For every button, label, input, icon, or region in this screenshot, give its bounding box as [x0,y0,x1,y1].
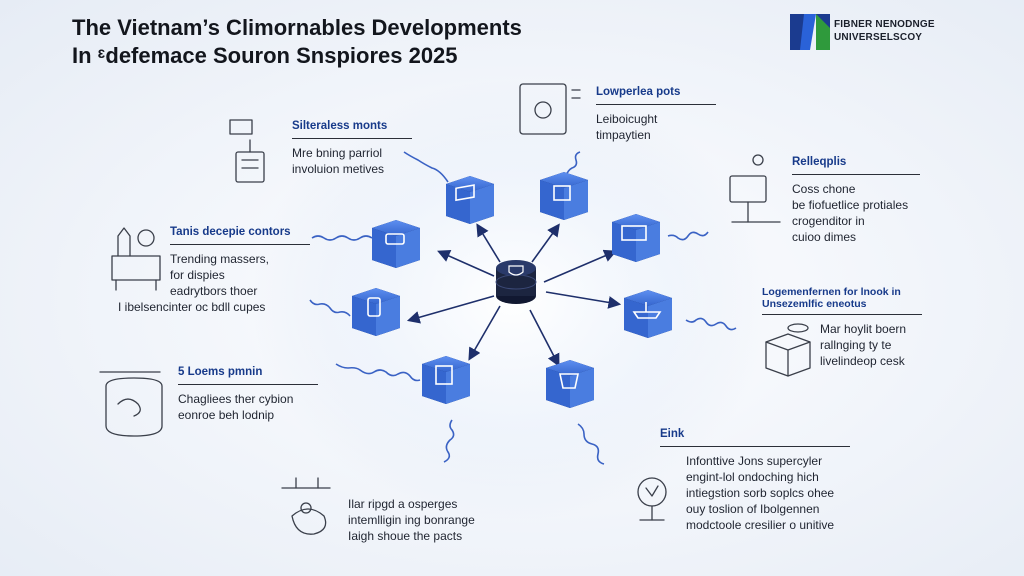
sketch-desk-icon [729,154,781,223]
label-left-upper: Tanis decepie contors Trending massers, … [118,224,310,315]
label-heading: Eink [660,426,850,447]
device-icon [385,233,405,245]
node-bottom-left[interactable] [422,356,470,404]
sketch-globe-icon [637,477,667,521]
label-line: crogenditor in [792,214,865,228]
sketch-box-icon [765,323,811,377]
label-line: Iaigh shoue the pacts [348,529,463,543]
spoke-7 [468,305,501,361]
hub-shield-icon [508,265,524,276]
certificate-icon [435,365,453,385]
label-heading: Relleqplis [792,154,920,175]
wire-left-mid [309,299,351,317]
hub-spokes [406,223,622,367]
spoke-3 [437,250,495,277]
label-heading: Lowperlea pots [596,84,716,105]
brand-logo-icon [790,14,830,50]
document-icon [621,225,647,241]
label-line: timpaytien [596,128,651,142]
sketch-robot-icon [281,477,331,535]
spoke-5 [406,295,495,324]
node-left-mid[interactable] [352,288,400,336]
label-line: eadrytbors thoer [170,284,258,298]
label-line: involuion metives [292,162,385,176]
label-line: eonroe beh lodnip [178,408,275,422]
node-top-left[interactable] [446,176,494,224]
label-line: Trending massers, [170,252,269,266]
label-bottom-right: Eink Infonttive Jons supercyler engint-l… [660,426,850,533]
node-left-upper[interactable] [372,220,420,268]
label-line: Infonttive Jons supercyler [686,454,823,468]
label-heading: Logemenfernen for lnook in Unsezemlfic e… [762,286,922,315]
label-line: Leiboicught [596,112,658,126]
logo-line-2: UNIVERSELSCOY [834,32,923,43]
label-line: intiegstion sorb soplcs ohee [686,486,835,500]
label-line: Mre bning parriol [292,146,383,160]
spoke-8 [529,309,560,367]
phone-icon [367,297,381,317]
label-heading: 5 Loems pmnin [178,364,318,385]
sketch-lab-icon [111,227,161,291]
cup-icon [559,373,579,389]
spoke-2 [531,223,560,263]
wire-top-right [565,151,581,177]
label-top-right: Lowperlea pots Leiboicught timpaytien [596,84,716,143]
node-top-right[interactable] [540,172,588,220]
label-heading: Tanis decepie contors [170,224,310,245]
sketch-jar-icon [99,371,163,437]
label-line: intemlligin ing bonrange [348,513,475,527]
label-line: Coss chone [792,182,856,196]
node-bottom-right[interactable] [546,360,594,408]
label-line: modctoole cresilier o unitive [686,518,835,532]
sketch-monitor-icon [229,119,265,183]
label-line: Ilar ripgd a osperges [348,497,458,511]
slides-icon [553,185,571,201]
picture-frame-icon [455,184,475,202]
brand-logo-text: FIBNER NENODNGE UNIVERSELSCOY [834,18,935,44]
label-line: engint-lol ondoching hich [686,470,819,484]
node-right-upper[interactable] [612,214,660,262]
label-line: cuioo dimes [792,230,857,244]
label-right-middle: Logemenfernen for lnook in Unsezemlfic e… [762,286,922,369]
node-right-mid[interactable] [624,290,672,338]
wire-left-lower [335,363,421,382]
label-bottom-center: Ilar ripgd a osperges intemlligin ing bo… [348,496,508,544]
boat-icon [632,302,662,319]
page-title: The Vietnam’s Climornables Developments … [72,14,522,70]
label-heading: Silteraless monts [292,118,412,139]
wire-right-mid [685,317,737,331]
wire-right-upper [667,231,709,241]
wire-left-upper [311,235,373,241]
title-line-2: In ᵋdefemace Souron Snspiores 2025 [72,43,458,68]
label-left-lower: 5 Loems pmnin Chagliees ther cybion eonr… [178,364,318,423]
label-line: I ibelsencinter oc bdll cupes [118,300,266,314]
spoke-4 [543,249,617,283]
brand-logo[interactable]: FIBNER NENODNGE UNIVERSELSCOY [790,14,970,54]
logo-line-1: FIBNER NENODNGE [834,19,935,30]
label-right-upper: Relleqplis Coss chone be fiofuetlice pro… [792,154,920,245]
wire-bottom [443,419,455,463]
label-line: livelindeop cesk [820,354,905,368]
wire-top-center [403,151,449,183]
label-line: Mar hoylit boern [820,322,907,336]
central-hub[interactable] [495,260,537,304]
connector-wires [309,151,737,465]
label-line: for dispies [170,268,225,282]
wire-bottom-right [577,423,605,465]
sketch-safe-icon [519,83,581,135]
title-line-1: The Vietnam’s Climornables Developments [72,15,522,40]
label-line: rallnging ty te [820,338,892,352]
label-line: be fiofuetlice protiales [792,198,909,212]
label-top-center: Silteraless monts Mre bning parriol invo… [292,118,412,177]
spoke-1 [476,223,501,263]
spoke-6 [545,291,622,309]
label-line: Chagliees ther cybion [178,392,294,406]
label-line: ouy toslion of Ibolgennen [686,502,820,516]
